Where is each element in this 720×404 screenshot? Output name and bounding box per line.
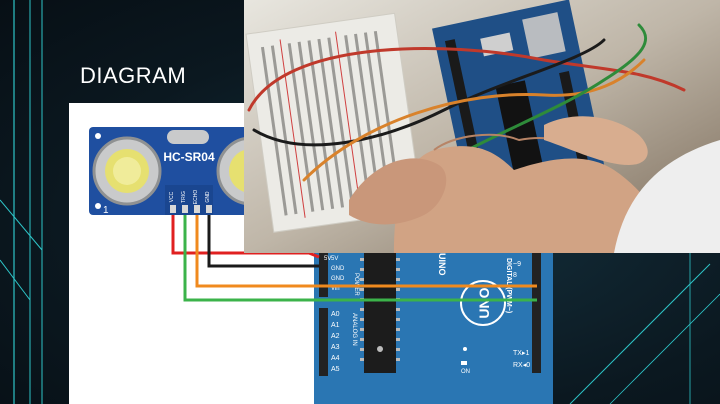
analog-pin-a5: A5 [331, 366, 340, 373]
wires [171, 215, 537, 302]
uno-logo: UNO [476, 287, 492, 318]
power-pin-vin: Vin [331, 286, 340, 292]
digital-pin-tx: TX▸1 [513, 350, 529, 357]
sleeve [614, 140, 720, 253]
svg-text:1: 1 [103, 205, 109, 216]
analog-pin-a0: A0 [331, 311, 340, 318]
digital-pin-rx: RX◂0 [513, 362, 530, 369]
analog-header-label: ANALOG IN [351, 313, 357, 346]
brand-fragment: UINO [437, 253, 447, 276]
power-pin-gnd2: GND [331, 276, 345, 282]
wire-red [171, 215, 320, 259]
pin-label-echo: ECHO [193, 190, 199, 205]
analog-pin-a1: A1 [331, 322, 340, 329]
pin-label-gnd: GND [205, 191, 211, 203]
power-pin-gnd1: GND [331, 266, 345, 272]
analog-pin-a3: A3 [331, 344, 340, 351]
video-photo [244, 0, 720, 253]
wire-orange [195, 215, 537, 288]
sensor-model-label: HC-SR04 [163, 150, 215, 164]
power-pin-5v-label: 5V [331, 256, 338, 262]
digital-pin-9: ~9 [513, 261, 521, 268]
slide-title: DIAGRAM [80, 63, 187, 88]
power-pin-5v: 5V [324, 256, 331, 262]
decorative-lines-right [569, 244, 720, 404]
wire-green [183, 215, 537, 302]
analog-pin-a2: A2 [331, 333, 340, 340]
pin-label-vcc: VCC [169, 191, 175, 202]
hands [349, 116, 674, 253]
arduino-board: 5V 5V GND GND Vin POWER A0 A1 A2 A3 A4 A… [314, 238, 553, 404]
wire-black [207, 215, 319, 268]
on-label: ON [461, 369, 470, 375]
pin-label-trig: TRIG [181, 191, 187, 203]
video-inset [244, 0, 720, 253]
digital-pin-8: 8 [513, 272, 517, 279]
analog-pin-a4: A4 [331, 355, 340, 362]
decorative-lines [0, 0, 43, 404]
